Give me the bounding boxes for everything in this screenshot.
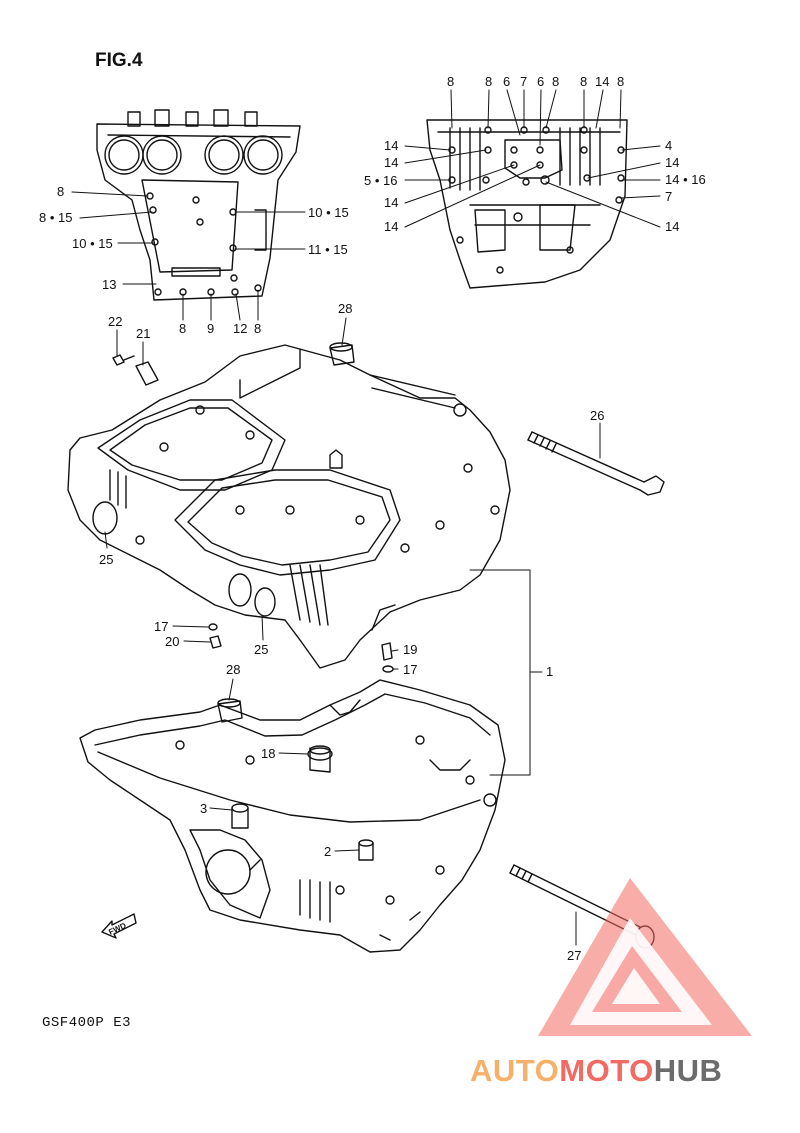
callout-labels: 8 8 • 15 10 • 15 13 8 9 12 8 10 • 15 11 … <box>39 74 706 963</box>
callout: 8 <box>485 74 492 89</box>
watermark-text: AUTOMOTOHUB <box>470 1053 722 1089</box>
callout: 8 • 15 <box>39 210 72 225</box>
lower-crankcase <box>79 679 506 953</box>
callout: 10 • 15 <box>308 205 349 220</box>
callout: 8 <box>179 321 186 336</box>
plug-19-17 <box>381 642 394 673</box>
callout: 17 <box>403 662 417 677</box>
callout: 14 <box>384 195 398 210</box>
callout: 28 <box>226 662 240 677</box>
callout: 14 <box>595 74 609 89</box>
figure-title: FIG.4 <box>95 50 143 71</box>
callout: 9 <box>207 321 214 336</box>
callout: 14 <box>384 138 398 153</box>
callout: 14 <box>384 219 398 234</box>
fwd-arrow-icon <box>101 913 137 939</box>
upper-crankcase <box>67 344 511 669</box>
callout: 8 <box>254 321 261 336</box>
callout: 8 <box>57 184 64 199</box>
bolt-17-20 <box>208 623 222 649</box>
plate-21 <box>135 361 159 386</box>
callout: 21 <box>136 326 150 341</box>
callout: 8 <box>617 74 624 89</box>
watermark-auto: AUTO <box>470 1053 560 1088</box>
watermark-hub: HUB <box>653 1053 723 1088</box>
dowel-28-bottom <box>217 698 243 723</box>
callout: 8 <box>552 74 559 89</box>
callout: 13 <box>102 277 116 292</box>
callout: 17 <box>154 619 168 634</box>
callout: 8 <box>447 74 454 89</box>
callout: 7 <box>520 74 527 89</box>
model-code: GSF400P E3 <box>42 1015 132 1031</box>
callout: 3 <box>200 801 207 816</box>
callout: 6 <box>537 74 544 89</box>
callout: 8 <box>580 74 587 89</box>
callout: 1 <box>546 664 553 679</box>
main-leader-lines <box>104 317 601 946</box>
callout: 14 <box>384 155 398 170</box>
top-right-leader-lines <box>404 89 661 228</box>
bolt-22 <box>112 354 135 366</box>
callout: 14 <box>665 155 679 170</box>
callout: 4 <box>665 138 672 153</box>
callout: 14 • 16 <box>665 172 706 187</box>
callout: 19 <box>403 642 417 657</box>
callout: 10 • 15 <box>72 236 113 251</box>
lower-crankcase-top-view <box>426 119 628 289</box>
watermark-moto: MOTO <box>559 1053 654 1088</box>
callout: 12 <box>233 321 247 336</box>
callout: 28 <box>338 301 352 316</box>
callout: 25 <box>99 552 113 567</box>
callout: 22 <box>108 314 122 329</box>
top-left-leader-lines <box>71 191 306 321</box>
callout: 5 • 16 <box>364 173 397 188</box>
bolt-26 <box>527 431 665 496</box>
callout: 20 <box>165 634 179 649</box>
callout: 27 <box>567 948 581 963</box>
automotohub-logo-icon <box>538 878 752 1036</box>
callout: 7 <box>665 189 672 204</box>
callout: 14 <box>665 219 679 234</box>
upper-crankcase-top-view <box>96 109 301 301</box>
callout: 25 <box>254 642 268 657</box>
callout: 6 <box>503 74 510 89</box>
callout: 26 <box>590 408 604 423</box>
callout: 2 <box>324 844 331 859</box>
dowel-28-top <box>329 342 355 366</box>
callout: 18 <box>261 746 275 761</box>
callout: 11 • 15 <box>308 242 348 257</box>
